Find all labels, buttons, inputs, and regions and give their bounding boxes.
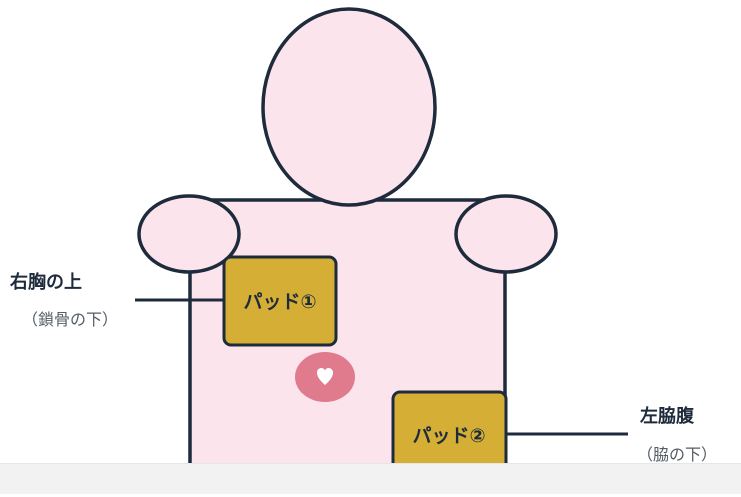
heart-marker xyxy=(295,352,355,402)
pad-2-label: パッド② xyxy=(412,425,485,447)
pad-1-label: パッド① xyxy=(243,291,316,313)
pad-1-detail: （鎖骨の下） xyxy=(22,310,119,329)
pad-2-location: 左脇腹 xyxy=(640,406,694,427)
pad-1-location: 右胸の上 xyxy=(10,272,82,293)
right-shoulder xyxy=(137,194,241,274)
bottom-strip xyxy=(0,463,741,494)
pad-1: パッド① xyxy=(222,255,338,347)
head xyxy=(261,7,437,207)
heart-icon xyxy=(317,368,333,385)
left-shoulder xyxy=(454,194,558,274)
pad-2-detail: （脇の下） xyxy=(637,445,718,464)
